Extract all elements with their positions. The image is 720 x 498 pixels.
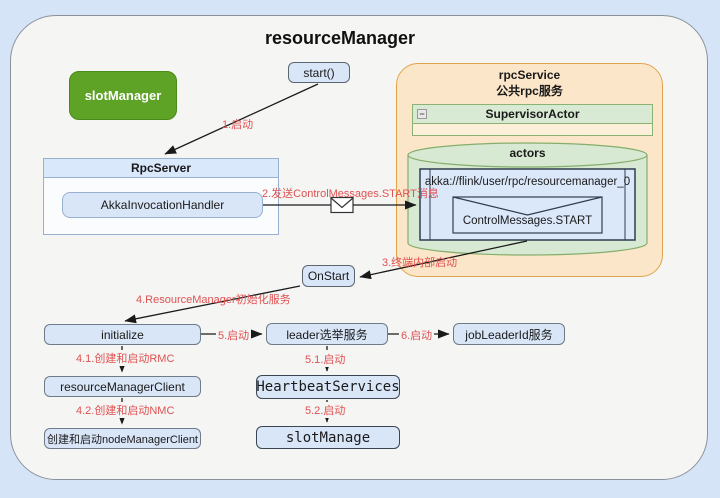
on-start-box: OnStart [302,265,355,287]
step-4-label: 4.ResourceManager初始化服务 [136,294,291,306]
start-box: start() [288,62,350,83]
step-5-2-label: 5.2.启动 [303,402,348,418]
step-2-label: 2.发送ControlMessages.START消息 [262,188,439,200]
actor-path-label: akka://flink/user/rpc/resourcemanager_0 [424,176,631,188]
leader-election-box: leader选举服务 [266,323,388,345]
rpc-service-title: rpcService [498,68,561,82]
akka-invocation-handler-box: AkkaInvocationHandler [62,192,263,218]
supervisor-actor-empty-row [412,123,653,136]
diagram-title: resourceManager [264,28,416,48]
rpc-server-header: RpcServer [44,159,278,178]
initialize-box: initialize [44,324,201,345]
control-message-label: ControlMessages.START [462,214,593,227]
collapse-icon: − [417,109,427,119]
step-1-label: 1.启动 [222,119,254,131]
node-manager-client-box: 创建和启动nodeManagerClient [44,428,201,449]
step-6-label: 6.启动 [399,327,435,343]
rpc-service-subtitle: 公共rpc服务 [496,84,563,98]
heartbeat-services-box: HeartbeatServices [256,375,400,399]
slot-manage-box: slotManage [256,426,400,449]
resource-manager-client-box: resourceManagerClient [44,376,201,397]
rpc-service-container: rpcService 公共rpc服务 − SupervisorActor [396,63,663,277]
supervisor-actor-bar: − SupervisorActor [412,104,653,124]
slot-manager-box: slotManager [69,71,177,120]
actors-label: actors [509,146,546,160]
step-4-1-label: 4.1.创建和启动RMC [74,350,177,366]
supervisor-actor-label: SupervisorActor [485,107,580,121]
step-5-1-label: 5.1.启动 [303,351,348,367]
job-leader-id-box: jobLeaderId服务 [453,323,565,345]
step-3-label: 3.终端内部启动 [382,257,458,269]
step-5-label: 5.启动 [216,327,252,343]
step-4-2-label: 4.2.创建和启动NMC [74,402,177,418]
